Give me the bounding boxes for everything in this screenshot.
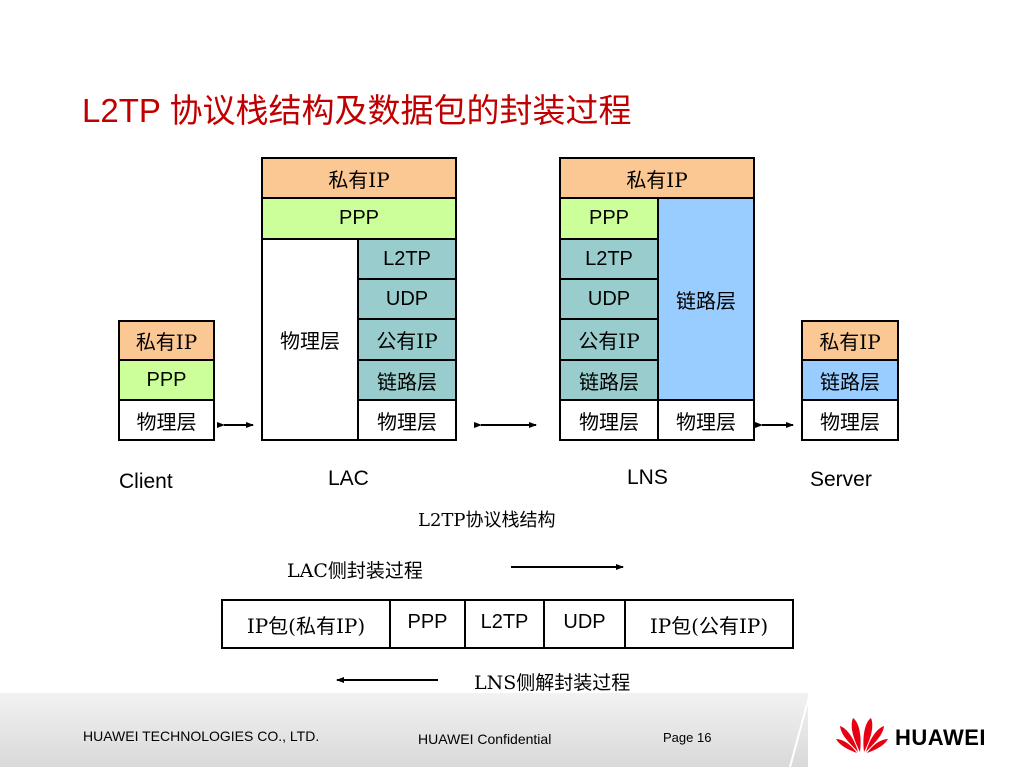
server-private-ip-layer: 私有IP [801, 320, 899, 361]
lns-link-layer-right: 链路层 [657, 197, 755, 401]
lns-l2tp-layer: L2TP [559, 238, 659, 280]
client-ppp-layer: PPP [118, 359, 215, 401]
lac-encapsulation-label: LAC侧封装过程 [287, 560, 423, 582]
lac-physical-layer-left: 物理层 [261, 238, 359, 441]
huawei-logo-text: HUAWEI [895, 725, 986, 750]
diagram-caption: L2TP协议栈结构 [418, 510, 556, 531]
lac-public-ip-layer: 公有IP [357, 318, 457, 361]
page-title: L2TP 协议栈结构及数据包的封装过程 [82, 92, 632, 129]
lac-link-layer: 链路层 [357, 359, 457, 401]
lac-physical-layer-right: 物理层 [357, 399, 457, 441]
server-physical-layer: 物理层 [801, 399, 899, 441]
footer-page-number: Page 16 [663, 730, 712, 745]
footer-confidential: HUAWEI Confidential [418, 731, 552, 747]
lns-physical-layer-right: 物理层 [657, 399, 755, 441]
packet-l2tp-field: L2TP [464, 599, 545, 649]
lns-physical-layer-left: 物理层 [559, 399, 659, 441]
server-label: Server [810, 468, 872, 491]
lac-label: LAC [328, 467, 369, 490]
huawei-logo-icon [836, 718, 888, 753]
client-private-ip-layer: 私有IP [118, 320, 215, 361]
client-physical-layer: 物理层 [118, 399, 215, 441]
lns-label: LNS [627, 466, 668, 489]
lns-link-layer-left: 链路层 [559, 359, 659, 401]
lac-private-ip-layer: 私有IP [261, 157, 457, 199]
packet-private-ip-field: IP包(私有IP) [221, 599, 391, 649]
lac-l2tp-layer: L2TP [357, 238, 457, 280]
footer-company: HUAWEI TECHNOLOGIES CO., LTD. [83, 728, 320, 744]
lns-decapsulation-label: LNS侧解封装过程 [474, 672, 631, 694]
packet-ppp-field: PPP [389, 599, 466, 649]
client-label: Client [119, 470, 173, 493]
lns-private-ip-layer: 私有IP [559, 157, 755, 199]
packet-public-ip-field: IP包(公有IP) [624, 599, 794, 649]
server-link-layer: 链路层 [801, 359, 899, 401]
lac-udp-layer: UDP [357, 278, 457, 320]
